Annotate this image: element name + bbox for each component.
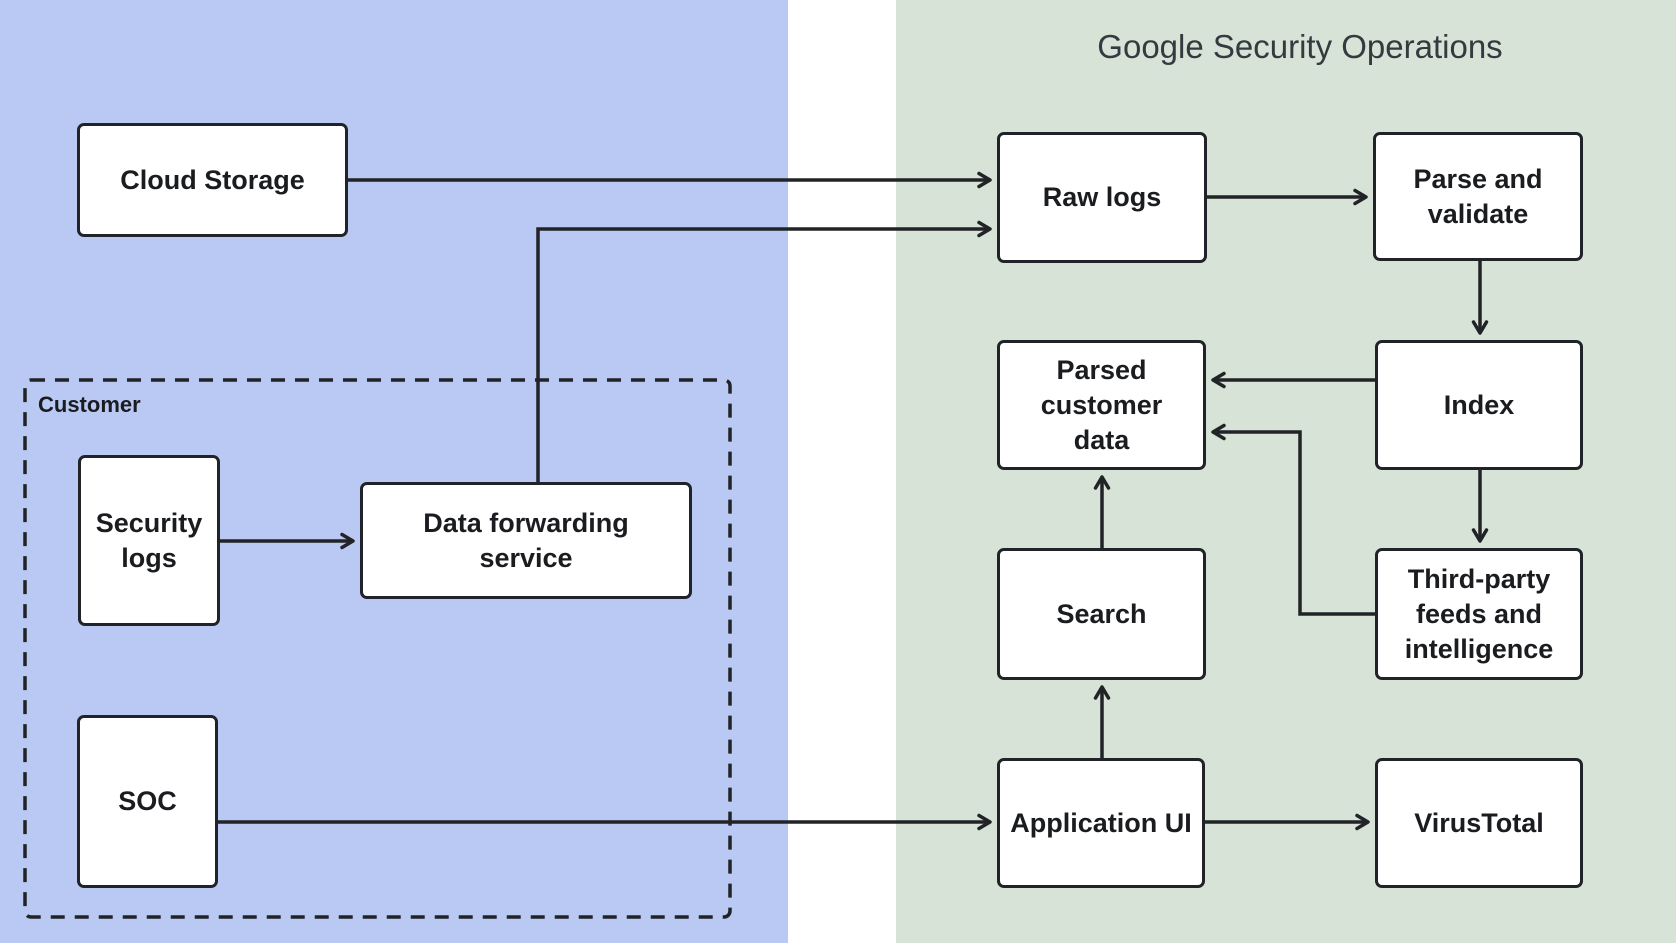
customer-group-label: Customer — [38, 392, 141, 417]
customer-group-border — [23, 378, 732, 919]
page-title: Google Security Operations — [1097, 28, 1503, 65]
edge-data-forwarding-to-raw-logs — [536, 220, 992, 482]
node-application-ui: Application UI — [997, 758, 1205, 888]
node-data-forwarding-service: Data forwarding service — [360, 482, 692, 599]
node-soc: SOC — [77, 715, 218, 888]
node-index: Index — [1375, 340, 1583, 470]
node-search: Search — [997, 548, 1206, 680]
node-virustotal: VirusTotal — [1375, 758, 1583, 888]
node-third-party-feeds: Third-party feeds and intelligence — [1375, 548, 1583, 680]
node-raw-logs: Raw logs — [997, 132, 1207, 263]
node-parsed-customer-data: Parsed customer data — [997, 340, 1206, 470]
node-cloud-storage: Cloud Storage — [77, 123, 348, 237]
node-parse-and-validate: Parse and validate — [1373, 132, 1583, 261]
edge-third-party-to-parsed-customer-data — [1211, 423, 1375, 616]
node-security-logs: Security logs — [78, 455, 220, 626]
